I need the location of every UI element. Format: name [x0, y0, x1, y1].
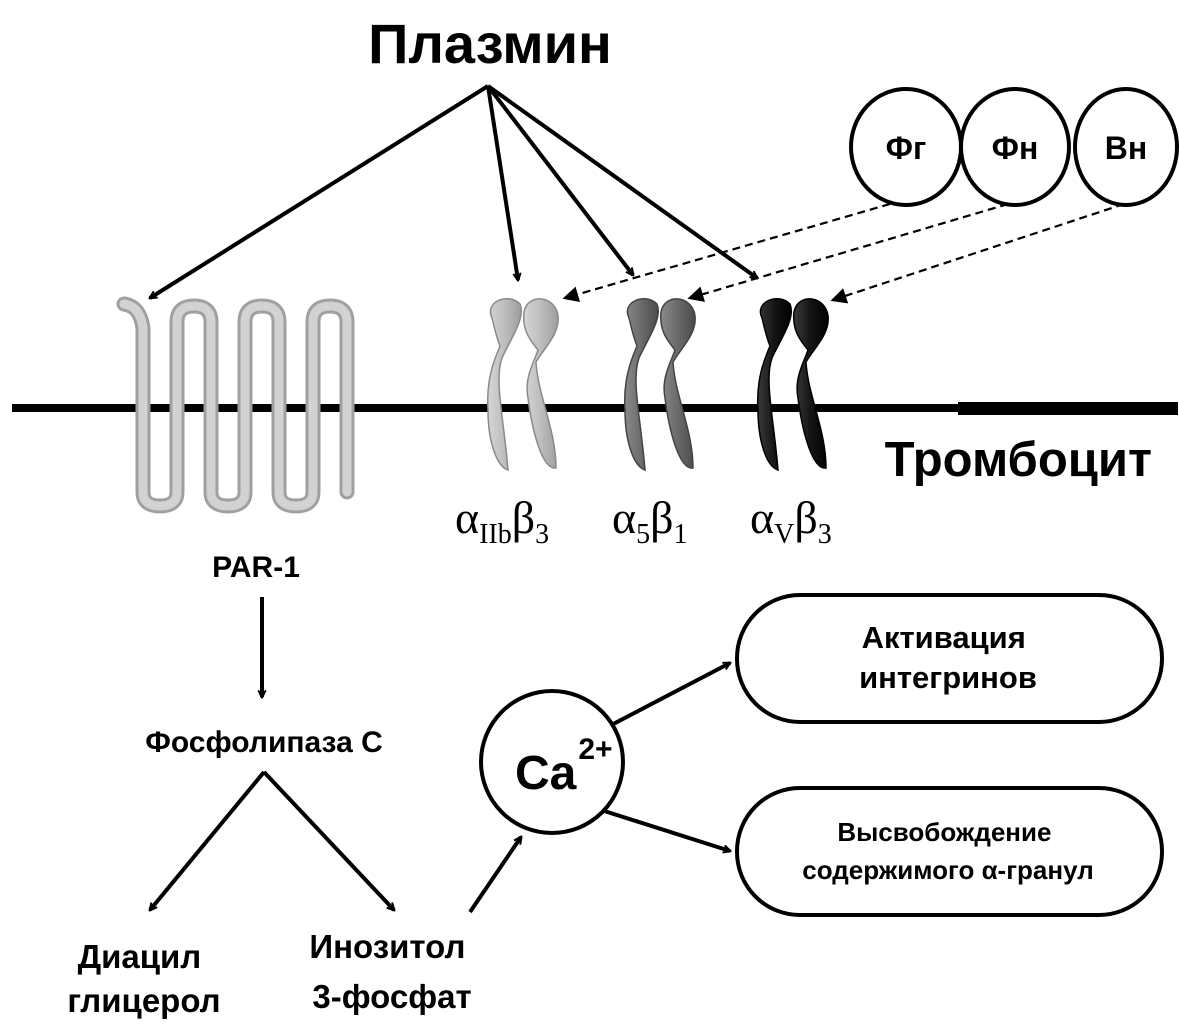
integrin-aiib-b3 — [486, 298, 559, 472]
par1-receptor — [116, 296, 355, 514]
outcome2-line2: содержимого α-гранул — [802, 855, 1093, 885]
arrow-plc-to-ip3 — [262, 770, 394, 910]
alpha-subscript: IIb — [479, 519, 512, 550]
ligand-circle — [959, 87, 1071, 207]
dashed-arrow-fg — [562, 202, 891, 302]
ligand-label: Фн — [992, 130, 1039, 166]
integrin-a5-b1 — [623, 298, 696, 472]
alpha-symbol: α — [750, 492, 774, 543]
par1-label: PAR-1 — [212, 551, 300, 584]
integrin-label-aiib-b3: αIIbβ3 — [455, 492, 549, 550]
ligand-vn: Вн — [1073, 87, 1179, 207]
integrin-alpha-subunit — [623, 298, 660, 472]
dag-line1: Диацил — [78, 938, 202, 975]
integrin-alpha-subunit — [486, 298, 523, 472]
par1-helices-highlight — [119, 299, 352, 511]
dashed-arrow-fn — [687, 202, 1009, 302]
inositol-phosphate-label: Инозитол 3-фосфат — [309, 928, 474, 1015]
outcome1-line1: Активация — [862, 620, 1026, 655]
integrin-av-b3 — [756, 298, 829, 472]
beta-subscript: 3 — [818, 519, 832, 550]
plasmin-arrows — [150, 84, 757, 300]
ip3-line2: 3-фосфат — [312, 978, 471, 1015]
beta-subscript: 3 — [535, 519, 549, 550]
ligand-binding-arrows — [562, 202, 1125, 304]
arrow-ip3-to-ca — [468, 837, 523, 914]
outcome2-line1: Высвобождение — [837, 817, 1051, 847]
calcium-circle — [479, 689, 625, 835]
diacylglycerol-label: Диацил глицерол — [67, 938, 220, 1019]
outcome-label: Активация интегринов — [859, 620, 1037, 695]
ligand-fn: Фн — [959, 87, 1071, 207]
arrow-plc-to-dag — [150, 770, 266, 910]
outcome1-line2: интегринов — [859, 660, 1037, 695]
arrow-ca-to-activation — [597, 661, 730, 734]
alpha-subscript: V — [774, 519, 794, 550]
ligand-fg: Фг — [849, 87, 963, 207]
beta-symbol: β — [512, 492, 535, 543]
pathway-arrows — [150, 597, 730, 914]
integrin-beta-subunit — [792, 298, 829, 469]
integrin-label-a5-b1: α5β1 — [612, 492, 688, 550]
alpha-symbol: α — [455, 492, 479, 543]
arrow-ca-to-release — [597, 807, 730, 851]
calcium-node: Ca2+ — [479, 689, 625, 835]
phospholipase-c-label: Фосфолипаза C — [145, 726, 383, 759]
plasmin-title: Плазмин — [368, 12, 612, 75]
calcium-charge: 2+ — [578, 733, 612, 766]
integrin-alpha-subunit — [756, 298, 793, 472]
outcome-box — [735, 786, 1164, 917]
membrane-thick-end — [958, 402, 1178, 415]
calcium-label: Ca2+ — [515, 733, 613, 800]
beta-symbol: β — [650, 492, 673, 543]
integrin-label-av-b3: αVβ3 — [750, 492, 832, 550]
alpha-subscript: 5 — [636, 519, 650, 550]
dashed-arrow-vn — [830, 202, 1125, 304]
outcome-box — [735, 593, 1164, 724]
arrow-plasmin-to-aiib-b3 — [486, 85, 518, 280]
arrow-plasmin-to-par1 — [150, 84, 490, 300]
ip3-line1: Инозитол — [309, 928, 465, 965]
integrin-beta-subunit — [522, 298, 559, 469]
arrow-plasmin-to-a5-b1 — [486, 84, 633, 275]
outcome-label: Высвобождение содержимого α-гранул — [802, 817, 1093, 885]
calcium-symbol: Ca — [515, 747, 577, 800]
platelet-membrane — [12, 404, 1178, 412]
beta-subscript: 1 — [674, 519, 688, 550]
ligand-circle — [1073, 87, 1179, 207]
ligand-label: Фг — [886, 130, 927, 166]
outcome-alpha-granule-release: Высвобождение содержимого α-гранул — [735, 786, 1164, 917]
ligand-label: Вн — [1105, 130, 1147, 166]
integrin-beta-subunit — [659, 298, 696, 469]
alpha-symbol: α — [612, 492, 636, 543]
beta-symbol: β — [794, 492, 817, 543]
platelet-label: Тромбоцит — [885, 433, 1152, 487]
outcome-integrin-activation: Активация интегринов — [735, 593, 1164, 724]
arrow-plasmin-to-av-b3 — [486, 84, 757, 278]
dag-line2: глицерол — [67, 982, 220, 1019]
